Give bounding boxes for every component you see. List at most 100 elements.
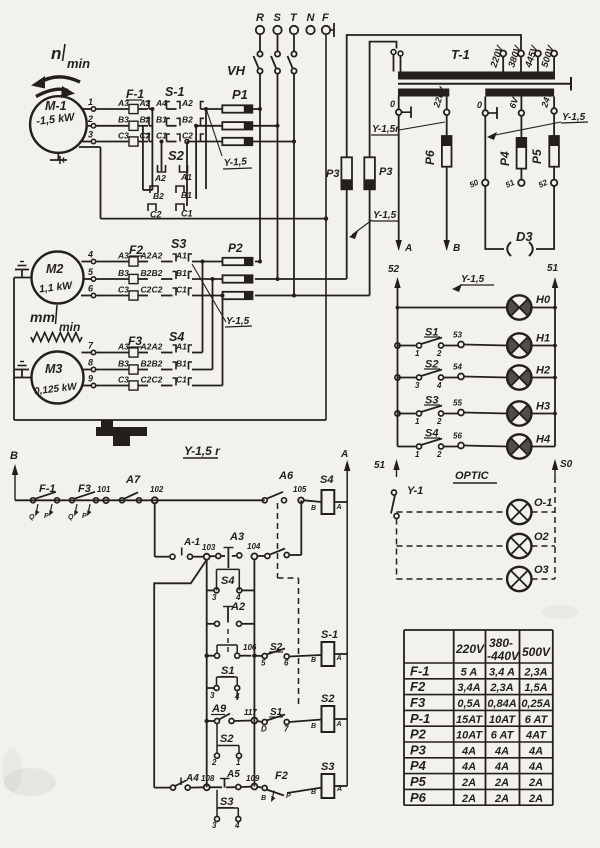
svg-text:2A: 2A bbox=[528, 777, 543, 789]
svg-text:5 A: 5 A bbox=[461, 666, 478, 678]
svg-text:A4: A4 bbox=[185, 773, 199, 784]
svg-text:4: 4 bbox=[436, 381, 442, 390]
svg-text:0,5A: 0,5A bbox=[457, 698, 480, 710]
svg-text:A: A bbox=[404, 243, 412, 254]
svg-text:4A: 4A bbox=[461, 745, 476, 757]
svg-text:1: 1 bbox=[88, 97, 93, 107]
svg-text:A2: A2 bbox=[151, 341, 163, 351]
svg-text:Y-1: Y-1 bbox=[407, 485, 423, 497]
svg-text:A: A bbox=[336, 786, 342, 793]
svg-text:3: 3 bbox=[210, 691, 215, 700]
svg-text:3: 3 bbox=[212, 821, 217, 830]
svg-text:S2: S2 bbox=[220, 733, 233, 745]
svg-text:H2: H2 bbox=[536, 365, 550, 377]
svg-text:C1: C1 bbox=[181, 209, 193, 219]
svg-text:B: B bbox=[311, 723, 316, 730]
svg-text:A: A bbox=[340, 449, 348, 460]
svg-text:A2: A2 bbox=[151, 250, 163, 260]
svg-text:101: 101 bbox=[97, 485, 111, 494]
svg-text:B2: B2 bbox=[141, 358, 152, 368]
svg-text:4A: 4A bbox=[528, 745, 543, 757]
svg-text:A2: A2 bbox=[230, 601, 245, 613]
svg-text:F3: F3 bbox=[128, 334, 142, 348]
svg-text:B: B bbox=[261, 795, 266, 802]
svg-text:C2: C2 bbox=[140, 130, 151, 140]
svg-text:VH: VH bbox=[227, 63, 246, 78]
svg-text:F3: F3 bbox=[410, 695, 426, 710]
svg-text:B: B bbox=[453, 243, 460, 254]
svg-text:S4: S4 bbox=[221, 575, 234, 587]
svg-text:A3: A3 bbox=[117, 341, 129, 351]
svg-text:6: 6 bbox=[284, 659, 289, 668]
svg-text:n: n bbox=[51, 44, 61, 63]
svg-text:0,25A: 0,25A bbox=[521, 698, 550, 710]
svg-text:S3: S3 bbox=[220, 796, 233, 808]
svg-text:P3: P3 bbox=[326, 168, 339, 180]
svg-text:mm: mm bbox=[30, 309, 55, 325]
svg-text:P2: P2 bbox=[410, 727, 427, 742]
svg-text:F2: F2 bbox=[410, 679, 426, 694]
svg-text:P: P bbox=[44, 513, 49, 520]
svg-text:6 AT: 6 AT bbox=[491, 730, 515, 742]
svg-text:B1: B1 bbox=[156, 115, 167, 125]
svg-text:C1: C1 bbox=[176, 284, 187, 294]
svg-text:P: P bbox=[286, 793, 291, 800]
svg-text:4A: 4A bbox=[494, 761, 509, 773]
svg-text:A: A bbox=[336, 504, 342, 511]
svg-text:B: B bbox=[311, 789, 316, 796]
svg-text:103: 103 bbox=[202, 543, 216, 552]
svg-text:0,125 kW: 0,125 kW bbox=[34, 381, 79, 397]
svg-text:Y-1,5: Y-1,5 bbox=[562, 112, 586, 123]
svg-text:2: 2 bbox=[436, 349, 442, 358]
svg-text:A2: A2 bbox=[154, 173, 166, 183]
svg-text:B3: B3 bbox=[118, 115, 129, 125]
svg-text:52: 52 bbox=[388, 264, 400, 275]
svg-text:50: 50 bbox=[468, 178, 480, 190]
svg-text:A: A bbox=[336, 655, 342, 662]
svg-text:0,84A: 0,84A bbox=[487, 698, 516, 710]
svg-text:S-1: S-1 bbox=[321, 629, 338, 641]
svg-text:-440V: -440V bbox=[487, 649, 520, 663]
svg-text:5: 5 bbox=[261, 659, 266, 668]
svg-text:4A: 4A bbox=[494, 745, 509, 757]
svg-text:2: 2 bbox=[436, 417, 442, 426]
svg-text:500V: 500V bbox=[522, 645, 551, 659]
svg-text:F-1: F-1 bbox=[410, 663, 430, 678]
svg-text:B1: B1 bbox=[181, 190, 192, 200]
svg-text:54: 54 bbox=[453, 363, 462, 372]
svg-text:0: 0 bbox=[477, 100, 482, 110]
svg-text:109: 109 bbox=[246, 774, 260, 783]
svg-text:7: 7 bbox=[88, 341, 94, 351]
svg-text:2,3A: 2,3A bbox=[523, 666, 547, 678]
svg-text:9: 9 bbox=[88, 374, 93, 384]
svg-text:B1: B1 bbox=[176, 268, 187, 278]
svg-text:6 AT: 6 AT bbox=[525, 714, 549, 726]
svg-text:10AT: 10AT bbox=[456, 730, 483, 742]
svg-text:S0: S0 bbox=[560, 459, 573, 470]
svg-text:O-1: O-1 bbox=[534, 497, 552, 509]
svg-text:S4: S4 bbox=[169, 330, 184, 344]
svg-text:Q: Q bbox=[29, 514, 35, 521]
svg-text:A3: A3 bbox=[117, 98, 129, 108]
svg-text:P-1: P-1 bbox=[410, 711, 430, 726]
svg-text:P: P bbox=[82, 513, 87, 520]
svg-text:4: 4 bbox=[87, 250, 93, 260]
svg-text:51: 51 bbox=[547, 263, 559, 274]
svg-text:H0: H0 bbox=[536, 294, 551, 306]
svg-text:Y-1,5: Y-1,5 bbox=[223, 156, 247, 169]
svg-text:A3: A3 bbox=[229, 531, 244, 543]
svg-text:B3: B3 bbox=[118, 268, 129, 278]
svg-text:T: T bbox=[290, 12, 298, 24]
svg-text:2: 2 bbox=[211, 758, 217, 767]
svg-text:F: F bbox=[322, 12, 329, 24]
svg-text:B2: B2 bbox=[182, 115, 193, 125]
svg-text:P5: P5 bbox=[530, 149, 544, 164]
svg-text:2: 2 bbox=[87, 114, 93, 124]
svg-text:55: 55 bbox=[453, 399, 462, 408]
svg-text:2A: 2A bbox=[494, 777, 509, 789]
svg-text:S-1: S-1 bbox=[165, 85, 185, 99]
svg-text:Y-1,5: Y-1,5 bbox=[226, 316, 250, 327]
svg-text:B2: B2 bbox=[140, 115, 151, 125]
svg-text:S3: S3 bbox=[425, 395, 438, 407]
svg-text:P4: P4 bbox=[498, 151, 512, 166]
